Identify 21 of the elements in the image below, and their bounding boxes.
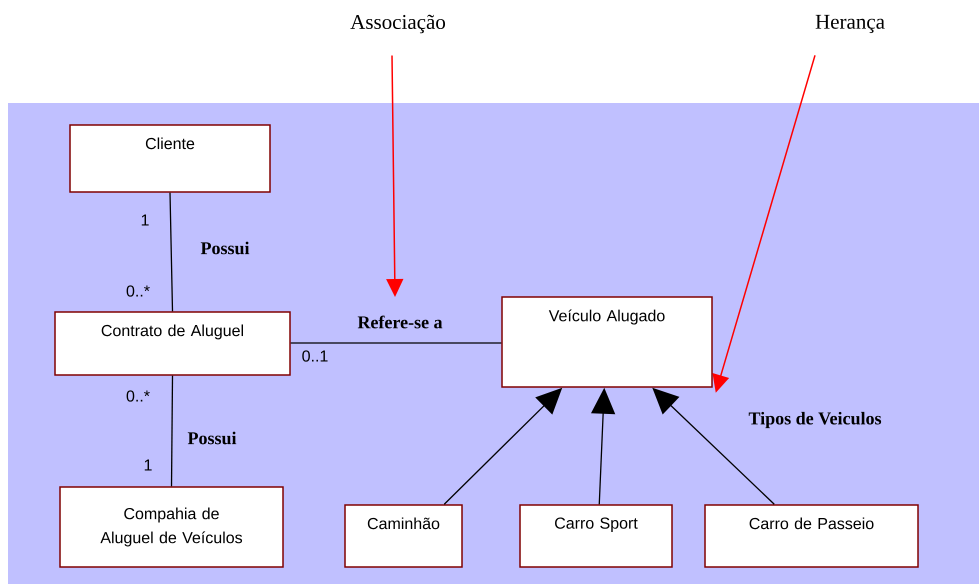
multiplicity-label: 0..*: [126, 390, 150, 402]
class-box: Carro de Passeio: [704, 504, 919, 568]
annotation-text: Associação: [350, 14, 446, 34]
association-line: [169, 192, 174, 312]
edge-label: Possui: [188, 432, 236, 444]
association-line: [290, 342, 502, 344]
class-box: Carro Sport: [519, 504, 673, 568]
class-box: Cliente: [69, 124, 271, 193]
multiplicity-label: 0..1: [302, 350, 328, 362]
multiplicity-label: 1: [142, 214, 149, 226]
note-label: Tipos de Veiculos: [748, 412, 882, 428]
edge-label: Refere-se a: [358, 316, 442, 328]
class-box: Veículo Alugado: [501, 296, 713, 388]
class-box: Compahia de Aluguel de Veículos: [59, 486, 284, 568]
annotation-text: Herança: [816, 14, 885, 34]
association-line: [170, 376, 174, 486]
class-box: Contrato de Aluguel: [54, 311, 291, 376]
multiplicity-label: 0..*: [126, 285, 150, 297]
multiplicity-label: 1: [144, 460, 152, 470]
class-box: Caminhão: [344, 504, 463, 568]
edge-label: Possui: [200, 242, 250, 254]
